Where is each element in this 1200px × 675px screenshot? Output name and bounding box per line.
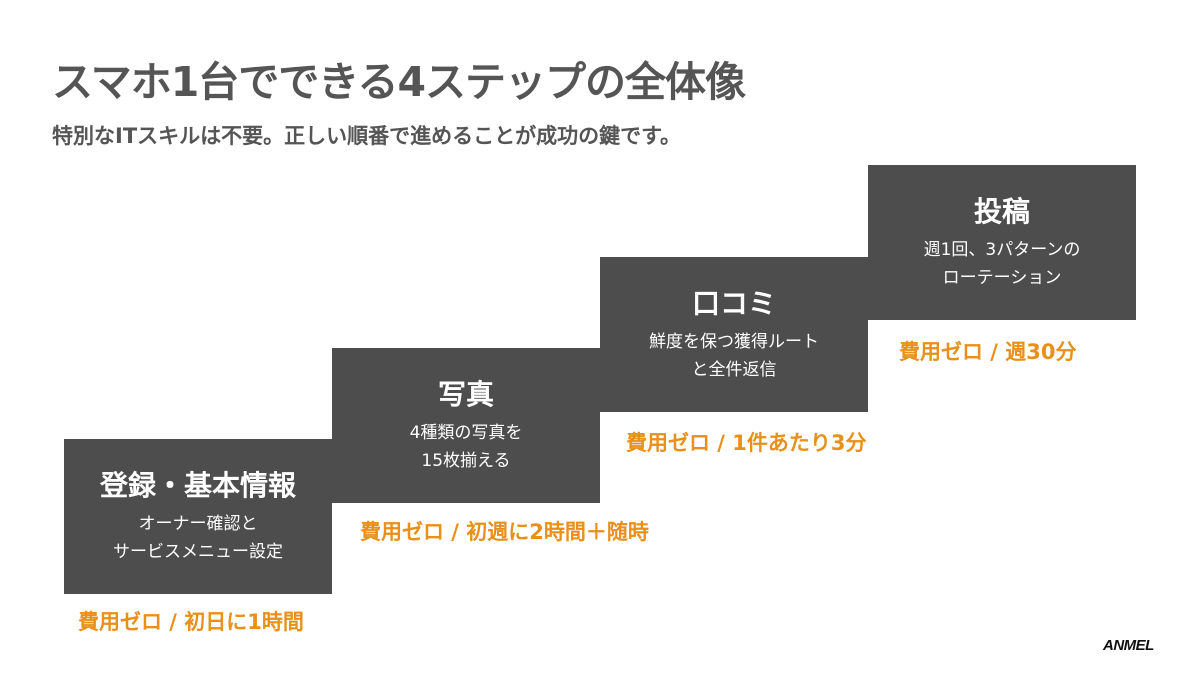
step-3-desc: 鮮度を保つ獲得ルート と全件返信 xyxy=(649,331,819,380)
step-1-box: 登録・基本情報 オーナー確認と サービスメニュー設定 xyxy=(64,439,332,594)
step-1-desc: オーナー確認と サービスメニュー設定 xyxy=(113,513,283,562)
page-title: スマホ1台でできる4ステップの全体像 xyxy=(52,58,746,106)
step-3-box: 口コミ 鮮度を保つ獲得ルート と全件返信 xyxy=(600,257,868,412)
step-2-cost: 費用ゼロ / 初週に2時間＋随時 xyxy=(360,520,649,544)
step-2-name: 写真 xyxy=(437,377,494,411)
step-2-box: 写真 4種類の写真を 15枚揃える xyxy=(332,348,600,503)
step-4-name: 投稿 xyxy=(973,194,1030,228)
page-subtitle: 特別なITスキルは不要。正しい順番で進めることが成功の鍵です。 xyxy=(52,124,682,148)
step-4-desc: 週1回、3パターンの ローテーション xyxy=(923,239,1081,288)
step-3-cost: 費用ゼロ / 1件あたり3分 xyxy=(626,431,867,455)
step-2-desc: 4種類の写真を 15枚揃える xyxy=(409,422,523,471)
step-1-cost: 費用ゼロ / 初日に1時間 xyxy=(78,610,304,634)
step-4-cost: 費用ゼロ / 週30分 xyxy=(899,340,1077,364)
step-1-name: 登録・基本情報 xyxy=(99,468,296,502)
step-4-box: 投稿 週1回、3パターンの ローテーション xyxy=(868,165,1136,320)
step-3-name: 口コミ xyxy=(691,286,776,320)
brand-logo: ANMEL xyxy=(1103,637,1154,654)
